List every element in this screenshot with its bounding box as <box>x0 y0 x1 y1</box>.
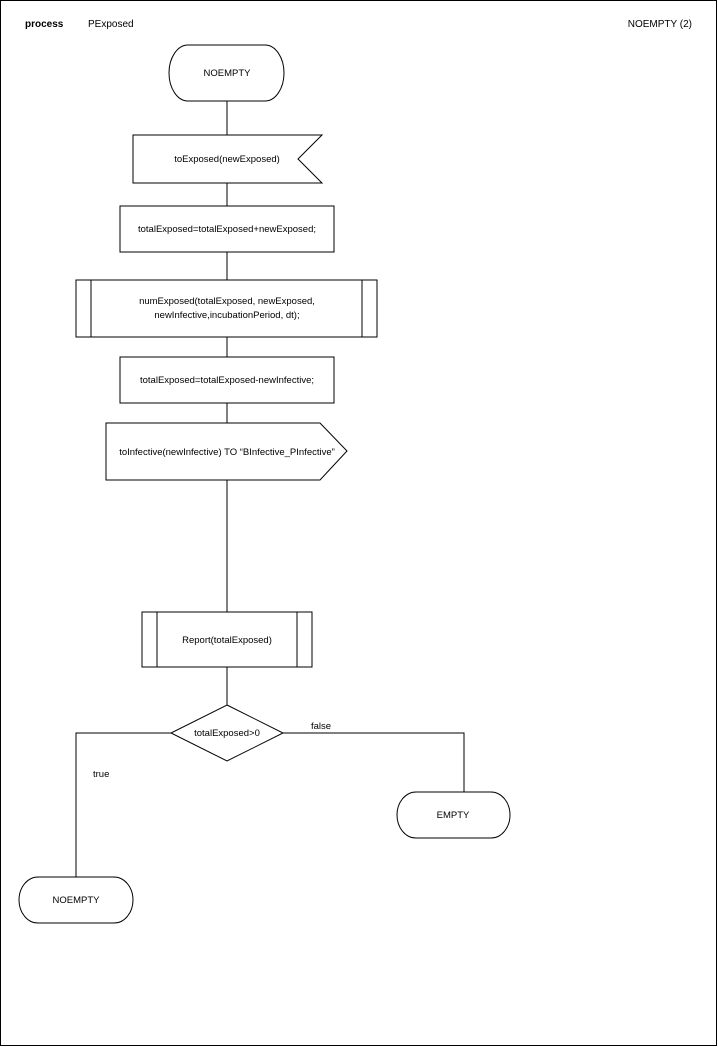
start-state-label: NOEMPTY <box>204 68 252 79</box>
task-box <box>119 205 335 253</box>
start-state: NOEMPTY <box>168 44 285 102</box>
decision-label: totalExposed>0 <box>194 728 260 739</box>
procedure-label-line2: newInfective,incubationPeriod, dt); <box>154 310 299 321</box>
procedure-box <box>75 279 378 338</box>
output-signal: toInfective(newInfective) TO “BInfective… <box>105 422 348 481</box>
flow-lines <box>75 101 465 877</box>
task-box <box>119 356 335 404</box>
report-call: Report(totalExposed) <box>141 611 313 668</box>
procedure-label-line1: numExposed(totalExposed, newExposed, <box>139 296 315 307</box>
report-call-label: Report(totalExposed) <box>182 635 272 646</box>
task-1: totalExposed=totalExposed+newExposed; <box>119 205 335 253</box>
input-signal-shape <box>132 134 324 184</box>
header-keyword: process <box>25 19 64 30</box>
end-state-empty: EMPTY <box>396 791 511 839</box>
output-signal-label: toInfective(newInfective) TO “BInfective… <box>119 447 335 458</box>
task-2-label: totalExposed=totalExposed-newInfective; <box>140 375 314 386</box>
procedure-box <box>141 611 313 668</box>
page-id: NOEMPTY (2) <box>628 19 692 30</box>
state-shape <box>18 876 134 924</box>
state-shape <box>396 791 511 839</box>
decision-diamond <box>169 704 285 762</box>
input-signal: toExposed(newExposed) <box>132 134 324 184</box>
end-state-noempty-label: NOEMPTY <box>53 895 101 906</box>
end-state-noempty: NOEMPTY <box>18 876 134 924</box>
end-state-empty-label: EMPTY <box>437 810 470 821</box>
process-name: PExposed <box>88 19 134 30</box>
procedure-call: numExposed(totalExposed, newExposed, new… <box>75 279 378 338</box>
true-branch-line <box>75 732 171 877</box>
decision: totalExposed>0 <box>169 704 285 762</box>
false-branch-label: false <box>311 721 331 732</box>
input-signal-label: toExposed(newExposed) <box>174 154 280 165</box>
output-signal-shape <box>105 422 348 481</box>
false-branch-line <box>283 732 465 792</box>
state-shape <box>168 44 285 102</box>
task-1-label: totalExposed=totalExposed+newExposed; <box>138 224 316 235</box>
task-2: totalExposed=totalExposed-newInfective; <box>119 356 335 404</box>
true-branch-label: true <box>93 769 109 780</box>
